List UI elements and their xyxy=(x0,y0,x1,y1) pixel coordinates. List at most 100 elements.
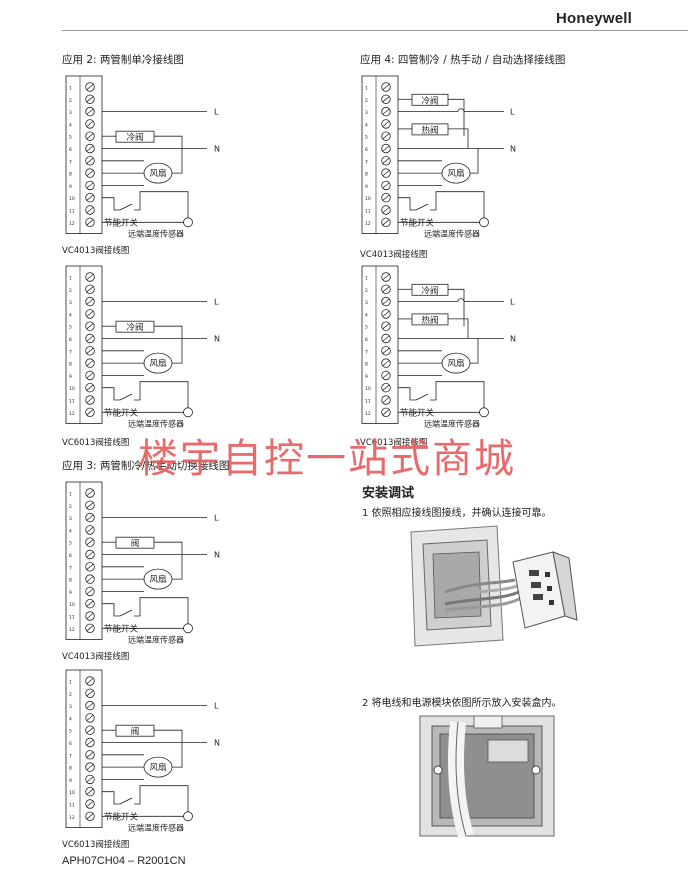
terminal-number: 4 xyxy=(69,528,72,534)
terminal-number: 1 xyxy=(69,492,72,498)
wire xyxy=(134,785,189,813)
terminal-number: 3 xyxy=(365,110,368,116)
fan-label: 风扇 xyxy=(447,358,464,369)
terminal-number: 3 xyxy=(365,300,368,306)
wire xyxy=(398,387,416,401)
terminal-number: 8 xyxy=(365,172,368,178)
terminal-number: 6 xyxy=(69,147,72,153)
terminal-slot xyxy=(86,348,94,354)
terminal-slot xyxy=(382,384,390,391)
wire xyxy=(448,288,465,327)
terminal-number: 3 xyxy=(69,110,72,116)
line-N-label: N xyxy=(510,335,516,344)
terminal-slot xyxy=(86,182,94,189)
wire xyxy=(172,554,183,580)
eco-switch-label: 节能开关 xyxy=(104,407,139,418)
terminal-slot xyxy=(86,539,94,545)
terminal-number: 11 xyxy=(69,803,75,809)
terminal-slot xyxy=(382,182,390,189)
terminal-number: 6 xyxy=(69,337,72,343)
terminal-number: 11 xyxy=(365,209,371,215)
terminal-number: 11 xyxy=(69,615,75,621)
terminal-number: 5 xyxy=(69,729,72,735)
remote-sensor-label: 远端温度传感器 xyxy=(128,418,184,428)
terminal-block xyxy=(65,481,103,641)
terminal-block xyxy=(65,75,103,235)
wire xyxy=(172,148,183,174)
wire xyxy=(154,729,183,743)
cold-valve-label: 冷阀 xyxy=(421,285,438,296)
remote-sensor-icon xyxy=(479,407,489,418)
fan-label: 风扇 xyxy=(149,358,166,369)
wire-crossover xyxy=(457,108,465,112)
terminal-block xyxy=(65,265,103,425)
wire xyxy=(102,197,120,211)
terminal-number: 3 xyxy=(69,704,72,710)
terminal-slot xyxy=(86,133,94,139)
terminal-number: 5 xyxy=(365,325,368,331)
terminal-number: 9 xyxy=(69,590,72,596)
terminal-number: 8 xyxy=(69,578,72,584)
terminal-slot xyxy=(382,409,390,416)
terminal-slot xyxy=(86,311,94,317)
caption-vc6013-b: VC6013阀接线图 xyxy=(62,840,130,850)
fan-label: 风扇 xyxy=(149,168,166,179)
terminal-number: 9 xyxy=(69,374,72,380)
terminal-slot xyxy=(86,335,94,342)
terminal-number: 1 xyxy=(365,86,368,92)
valve-label: 阀 xyxy=(131,727,140,737)
terminal-number: 5 xyxy=(69,325,72,331)
line-L-label: L xyxy=(214,298,219,307)
terminal-slot xyxy=(382,194,390,201)
terminal-block xyxy=(65,669,103,829)
terminal-slot xyxy=(86,813,94,820)
terminal-number: 7 xyxy=(69,159,72,165)
terminal-slot xyxy=(382,207,390,213)
terminal-number: 12 xyxy=(69,411,75,417)
terminal-number: 12 xyxy=(365,221,371,227)
terminal-number: 10 xyxy=(69,790,75,796)
remote-sensor-icon xyxy=(183,623,193,634)
caption-vc6013-a: VC6013阀接线图 xyxy=(62,438,130,448)
eco-switch-label: 节能开关 xyxy=(104,811,139,822)
terminal-slot xyxy=(382,145,390,152)
terminal-slot xyxy=(86,323,94,329)
terminal-slot xyxy=(86,108,94,115)
wire xyxy=(430,191,485,219)
cold-valve-label: 冷阀 xyxy=(421,95,438,106)
wire xyxy=(102,791,120,805)
terminal-slot xyxy=(382,348,390,354)
wire xyxy=(102,603,120,617)
remote-sensor-icon xyxy=(183,217,193,228)
terminal-number: 6 xyxy=(69,553,72,559)
terminal-number: 12 xyxy=(365,411,371,417)
terminal-number: 10 xyxy=(69,386,75,392)
line-L-label: L xyxy=(214,514,219,523)
terminal-slot xyxy=(382,274,390,280)
terminal-slot xyxy=(86,801,94,807)
terminal-number: 9 xyxy=(365,374,368,380)
watermark-text: 楼宇自控一站式商城 xyxy=(138,436,516,482)
eco-switch-contact xyxy=(119,609,133,617)
eco-switch-contact xyxy=(119,393,133,401)
wire xyxy=(102,387,120,401)
eco-switch-label: 节能开关 xyxy=(400,407,435,418)
terminal-number: 5 xyxy=(69,541,72,547)
valve-box xyxy=(115,536,155,549)
terminal-number: 8 xyxy=(69,172,72,178)
line-L-label: L xyxy=(510,108,515,117)
terminal-number: 1 xyxy=(69,680,72,686)
fan-label: 风扇 xyxy=(149,762,166,773)
terminal-slot xyxy=(86,194,94,201)
terminal-slot xyxy=(382,372,390,379)
terminal-number: 2 xyxy=(365,288,368,294)
terminal-slot xyxy=(86,96,94,103)
terminal-number: 2 xyxy=(69,98,72,104)
terminal-slot xyxy=(86,588,94,595)
terminal-number: 3 xyxy=(69,516,72,522)
valve-box xyxy=(115,130,155,143)
line-N-label: N xyxy=(214,335,220,344)
